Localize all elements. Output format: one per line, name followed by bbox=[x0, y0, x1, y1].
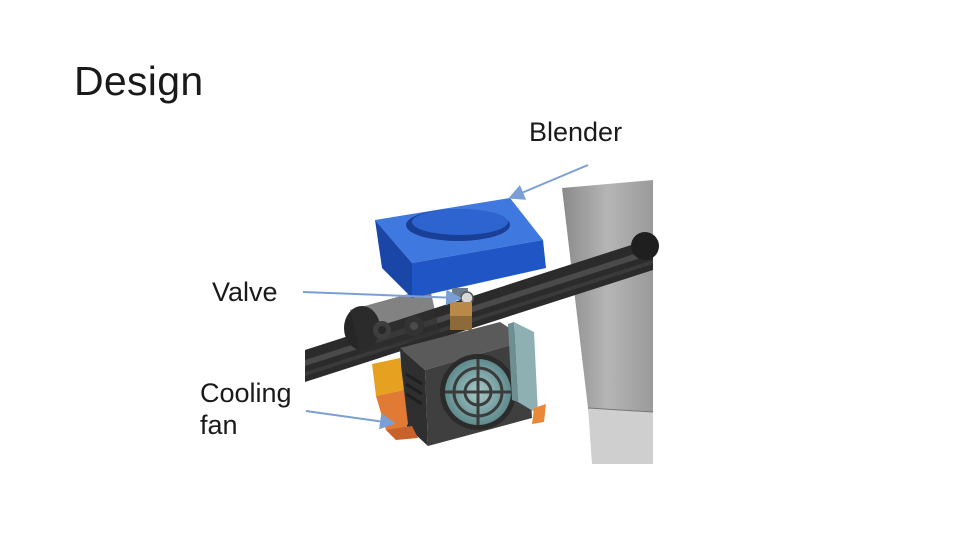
valve-fitting bbox=[450, 288, 474, 330]
label-cooling-fan-line1: Cooling bbox=[200, 378, 292, 408]
blender-block bbox=[375, 198, 546, 298]
fan-shroud bbox=[400, 322, 532, 446]
carriage-wheels bbox=[344, 288, 440, 354]
frame-wall bbox=[562, 180, 654, 464]
cooling-fan-duct bbox=[372, 358, 418, 440]
label-cooling-fan: Cooling fan bbox=[200, 377, 292, 441]
slide-title: Design bbox=[74, 58, 204, 104]
label-cooling-fan-line2: fan bbox=[200, 410, 238, 440]
label-valve: Valve bbox=[212, 277, 278, 307]
label-blender: Blender bbox=[529, 117, 623, 147]
mount-plate bbox=[508, 322, 546, 424]
printer-head-render bbox=[305, 180, 659, 464]
